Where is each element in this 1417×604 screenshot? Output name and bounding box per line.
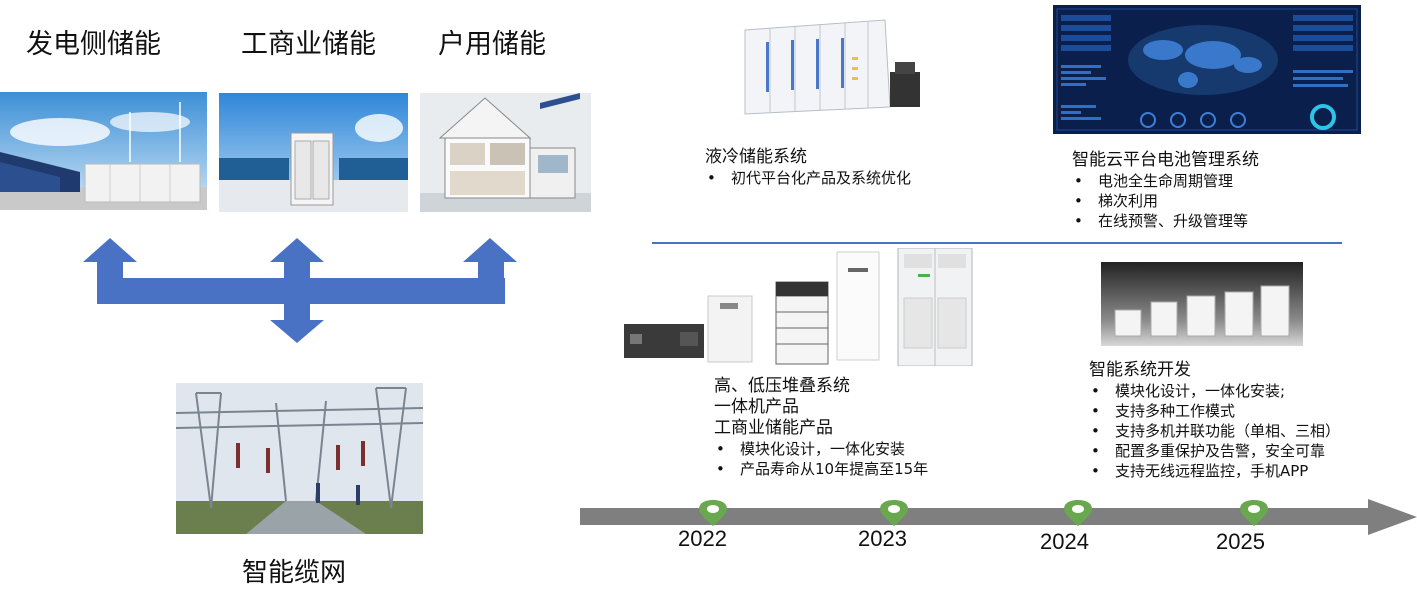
smart-system-title: 智能系统开发	[1089, 360, 1191, 380]
liquid-cooling-bullet: 初代平台化产品及系统优化	[705, 168, 911, 188]
timeline-divider	[652, 242, 1342, 244]
cloud-platform-bullet: 电池全生命周期管理	[1072, 171, 1259, 191]
cloud-platform-dashboard	[1053, 5, 1361, 134]
smart-grid-label: 智能缆网	[242, 558, 347, 588]
stacked-system-bullet: 模块化设计，一体化安装	[714, 439, 928, 459]
year-2023: 2023	[858, 526, 907, 551]
year-2025: 2025	[1216, 529, 1265, 554]
category-generation-side: 发电侧储能	[26, 29, 161, 60]
liquid-cooling-block: 液冷储能系统 初代平台化产品及系统优化	[705, 147, 911, 188]
solar-farm-photo	[0, 92, 207, 210]
milestone-marker-2024	[1064, 500, 1092, 526]
stacked-system-bullet: 产品寿命从10年提高至15年	[714, 459, 928, 479]
milestone-marker-2025	[1240, 500, 1268, 526]
commercial-cabinet-photo	[219, 93, 408, 212]
smart-system-bullet: 模块化设计，一体化安装;	[1089, 381, 1340, 401]
smart-system-bullet: 配置多重保护及告警，安全可靠	[1089, 441, 1340, 461]
smart-system-bullet: 支持多机并联功能（单相、三相）	[1089, 421, 1340, 441]
stacked-system-line: 高、低压堆叠系统	[714, 376, 850, 396]
year-2022: 2022	[678, 526, 727, 551]
smart-system-block: 智能系统开发 模块化设计，一体化安装; 支持多种工作模式 支持多机并联功能（单相…	[1089, 360, 1340, 481]
residential-house-photo	[420, 93, 591, 212]
liquid-cooling-title: 液冷储能系统	[705, 147, 807, 167]
smart-system-products-photo	[1101, 262, 1303, 346]
year-2024: 2024	[1040, 529, 1089, 554]
stacked-system-line: 一体机产品	[714, 397, 799, 417]
milestone-marker-2023	[880, 500, 908, 526]
cloud-platform-bullet: 梯次利用	[1072, 191, 1259, 211]
cloud-platform-block: 智能云平台电池管理系统 电池全生命周期管理 梯次利用 在线预警、升级管理等	[1072, 150, 1259, 231]
distribution-arrow	[83, 238, 517, 343]
cloud-platform-bullet: 在线预警、升级管理等	[1072, 211, 1259, 231]
stacked-products-photo	[622, 248, 974, 366]
substation-photo	[176, 383, 423, 534]
smart-system-bullet: 支持无线远程监控，手机APP	[1089, 461, 1340, 481]
smart-system-bullet: 支持多种工作模式	[1089, 401, 1340, 421]
liquid-cooling-cabinet-photo	[740, 12, 930, 118]
milestone-marker-2022	[699, 500, 727, 526]
category-commercial-industrial: 工商业储能	[241, 29, 376, 60]
stacked-system-block: 高、低压堆叠系统 一体机产品 工商业储能产品 模块化设计，一体化安装 产品寿命从…	[714, 376, 928, 479]
timeline-arrow	[580, 499, 1417, 535]
category-residential: 户用储能	[438, 29, 546, 60]
stacked-system-line: 工商业储能产品	[714, 418, 833, 438]
cloud-platform-title: 智能云平台电池管理系统	[1072, 150, 1259, 170]
